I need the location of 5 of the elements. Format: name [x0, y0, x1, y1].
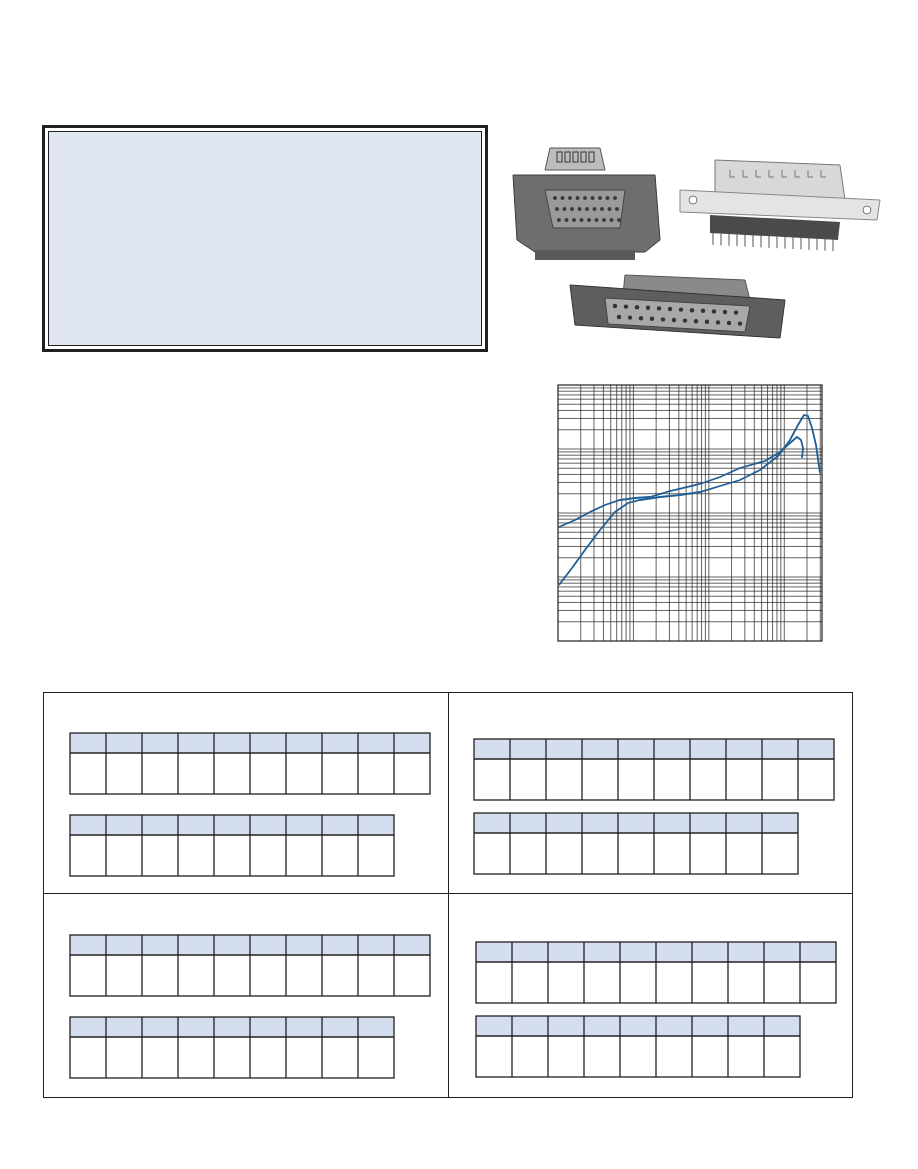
info-box	[42, 125, 488, 352]
panel-box	[448, 893, 853, 1098]
panel-box	[448, 692, 853, 894]
panel-box	[43, 692, 449, 894]
panel-box	[43, 893, 449, 1098]
